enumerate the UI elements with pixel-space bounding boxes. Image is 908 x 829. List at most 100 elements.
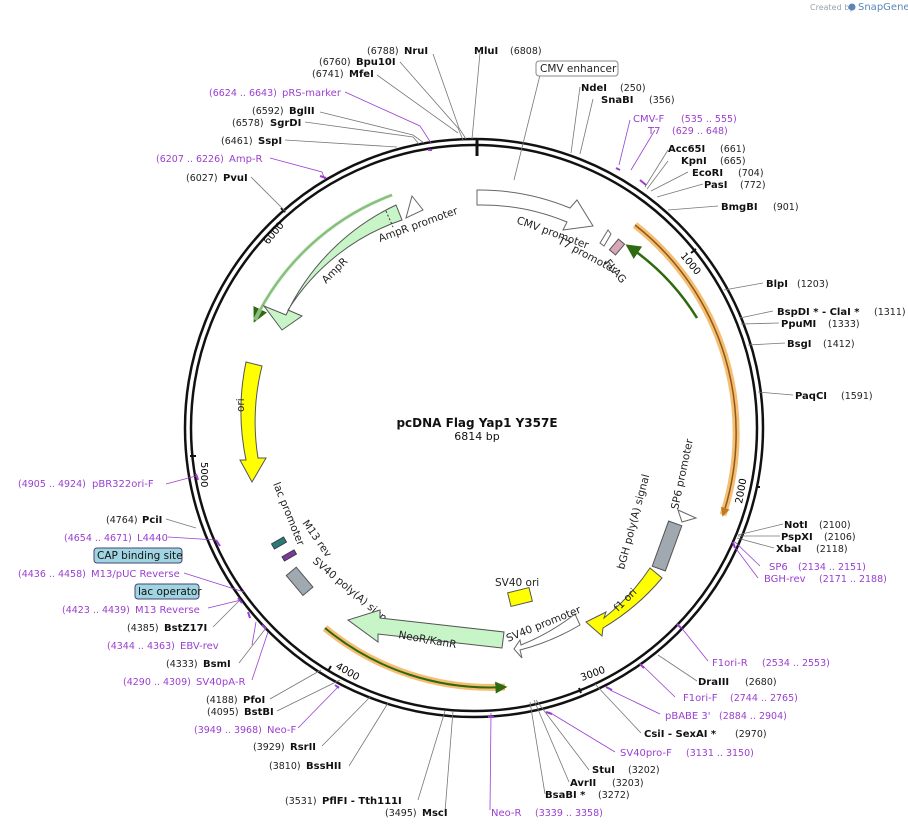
enzyme-name-ppumi[interactable]: PpuMI [781, 319, 816, 330]
enzyme-name-sgrdi[interactable]: SgrDI [270, 118, 301, 129]
enzyme-name-bpu10i[interactable]: Bpu10I [356, 57, 396, 68]
primer-name-t7[interactable]: T7 [647, 126, 660, 137]
enzyme-name-pfoi[interactable]: PfoI [243, 695, 265, 706]
enzyme-pos-nrui: (6788) [367, 46, 399, 57]
primer-name-neo-f[interactable]: Neo-F [267, 725, 297, 736]
cap-binding-site-box[interactable] [93, 547, 183, 564]
enzyme-name-draiii[interactable]: DraIII [698, 677, 729, 688]
enzyme-name-avrii[interactable]: AvrII [570, 778, 596, 789]
sv40-ori-feature[interactable] [507, 586, 533, 608]
enzyme-pos-ppumi: (1333) [828, 319, 860, 330]
sv40-polya-left-feature[interactable] [285, 566, 314, 597]
bgh-polya-feature[interactable] [651, 520, 683, 572]
enzyme-name-pcii[interactable]: PciI [142, 515, 162, 526]
sp6-promoter-feature[interactable] [677, 509, 698, 523]
enzyme-name-nrui[interactable]: NruI [404, 46, 428, 57]
enzyme-name-kpni[interactable]: KpnI [681, 156, 707, 167]
sv40-promoter-feature[interactable] [513, 613, 581, 659]
primer-name-m13-reverse[interactable]: M13 Reverse [135, 605, 200, 616]
lac-operator-box[interactable] [134, 583, 200, 600]
enzyme-name-bsabi[interactable]: BsaBI * [545, 790, 586, 801]
primer-markers [195, 149, 736, 718]
enzyme-name-pflfi-tth111i[interactable]: PflFI - Tth111I [322, 796, 402, 807]
enzyme-name-bsshii[interactable]: BssHII [306, 761, 341, 772]
primer-name-m13-puc-reverse[interactable]: M13/pUC Reverse [91, 569, 180, 580]
enzyme-name-xbai[interactable]: XbaI [776, 544, 801, 555]
enzyme-name-mlui[interactable]: MluI [474, 46, 498, 57]
primer-pos-neo-f: (3949 .. 3968) [194, 725, 262, 736]
tick-label-6000: 6000 [262, 220, 287, 247]
primer-labels: (6624 .. 6643) pRS-marker (6207 .. 6226)… [18, 88, 887, 819]
enzyme-name-ecori[interactable]: EcoRI [692, 168, 723, 179]
primer-pos-sp6: (2134 .. 2151) [798, 562, 866, 573]
primer-name-cmv-f[interactable]: CMV-F [633, 114, 664, 125]
enzyme-name-pvui[interactable]: PvuI [223, 173, 248, 184]
ori-feature[interactable] [239, 361, 267, 484]
enzyme-pos-stui: (3202) [628, 765, 660, 776]
enzyme-pos-mfei: (6741) [312, 69, 344, 80]
enzyme-name-pspxi[interactable]: PspXI [781, 532, 813, 543]
neor-kanr-feature[interactable] [346, 609, 505, 649]
enzyme-pos-draiii: (2680) [745, 677, 777, 688]
enzyme-name-bsgi[interactable]: BsgI [787, 339, 811, 350]
primer-pos-pbabe-3: (2884 .. 2904) [719, 711, 787, 722]
primer-name-sv40pro-f[interactable]: SV40pro-F [620, 748, 672, 759]
enzyme-name-bsmi[interactable]: BsmI [203, 659, 231, 670]
enzyme-pos-pfoi: (4188) [206, 695, 238, 706]
enzyme-pos-bsgi: (1412) [823, 339, 855, 350]
enzyme-pos-bmgbi: (901) [773, 202, 799, 213]
primer-name-prs-marker[interactable]: pRS-marker [282, 88, 342, 99]
t7-promoter-feature[interactable] [599, 229, 612, 247]
primer-pos-f1ori-r: (2534 .. 2553) [762, 658, 830, 669]
enzyme-pos-rsrii: (3929) [253, 742, 285, 753]
primer-name-sp6[interactable]: SP6 [769, 562, 788, 573]
primer-name-f1ori-f[interactable]: F1ori-F [683, 693, 718, 704]
enzyme-name-blpi[interactable]: BlpI [766, 279, 788, 290]
enzyme-name-csii-sexai[interactable]: CsiI - SexAI * [644, 729, 717, 740]
scale-ticks: 1000 2000 3000 4000 5000 6000 [190, 207, 760, 694]
primer-pos-l4440: (4654 .. 4671) [64, 533, 132, 544]
primer-pos-bgh-rev: (2171 .. 2188) [819, 574, 887, 585]
m13-rev-marker[interactable] [281, 549, 298, 562]
enzyme-name-acc65i[interactable]: Acc65I [668, 144, 705, 155]
primer-name-sv40pa-r[interactable]: SV40pA-R [196, 677, 245, 688]
enzyme-name-paqci[interactable]: PaqCI [795, 391, 827, 402]
primer-name-neo-r[interactable]: Neo-R [491, 808, 522, 819]
enzyme-pos-pvui: (6027) [186, 173, 218, 184]
primer-name-pbr322ori-f[interactable]: pBR322ori-F [92, 479, 154, 490]
enzyme-pos-bglii: (6592) [252, 106, 284, 117]
enzyme-name-bstbi[interactable]: BstBI [244, 707, 274, 718]
primer-name-bgh-rev[interactable]: BGH-rev [764, 574, 806, 585]
cmv-enhancer-box[interactable] [535, 60, 619, 77]
primer-name-f1ori-r[interactable]: F1ori-R [712, 658, 748, 669]
enzyme-name-msci[interactable]: MscI [422, 808, 448, 819]
enzyme-pos-sgrdi: (6578) [232, 118, 264, 129]
enzyme-name-bglii[interactable]: BglII [289, 106, 315, 117]
ampr-feature[interactable] [262, 204, 403, 331]
enzyme-name-bspdi-clai[interactable]: BspDI * - ClaI * [777, 307, 860, 318]
primer-name-pbabe-3[interactable]: pBABE 3' [665, 711, 711, 722]
f1-ori-feature[interactable] [585, 567, 663, 637]
enzyme-labels: (6788) NruI MluI (6808) (6760) Bpu10I (6… [106, 46, 906, 819]
enzyme-pos-bsshii: (3810) [269, 761, 301, 772]
primer-pos-prs-marker: (6624 .. 6643) [209, 88, 277, 99]
enzyme-name-noti[interactable]: NotI [784, 520, 808, 531]
enzyme-name-rsrii[interactable]: RsrII [290, 742, 316, 753]
lac-operator-marker[interactable] [270, 536, 288, 550]
enzyme-name-bstz17i[interactable]: BstZ17I [164, 623, 207, 634]
enzyme-pos-msci: (3495) [385, 808, 417, 819]
enzyme-name-mfei[interactable]: MfeI [349, 69, 374, 80]
enzyme-name-pasi[interactable]: PasI [704, 180, 727, 191]
enzyme-name-sspi[interactable]: SspI [258, 136, 282, 147]
primer-name-ebv-rev[interactable]: EBV-rev [180, 641, 219, 652]
enzyme-name-stui[interactable]: StuI [592, 765, 615, 776]
enzyme-name-ndei[interactable]: NdeI [581, 83, 607, 94]
enzyme-name-bmgbi[interactable]: BmgBI [721, 202, 758, 213]
primer-name-amp-r[interactable]: Amp-R [229, 154, 263, 165]
flag-tag-feature[interactable] [608, 238, 626, 256]
enzyme-pos-noti: (2100) [819, 520, 851, 531]
enzyme-pos-pcii: (4764) [106, 515, 138, 526]
primer-name-l4440[interactable]: L4440 [137, 533, 168, 544]
enzyme-name-snabi[interactable]: SnaBI [601, 95, 633, 106]
cmv-promoter-feature[interactable] [476, 189, 594, 231]
